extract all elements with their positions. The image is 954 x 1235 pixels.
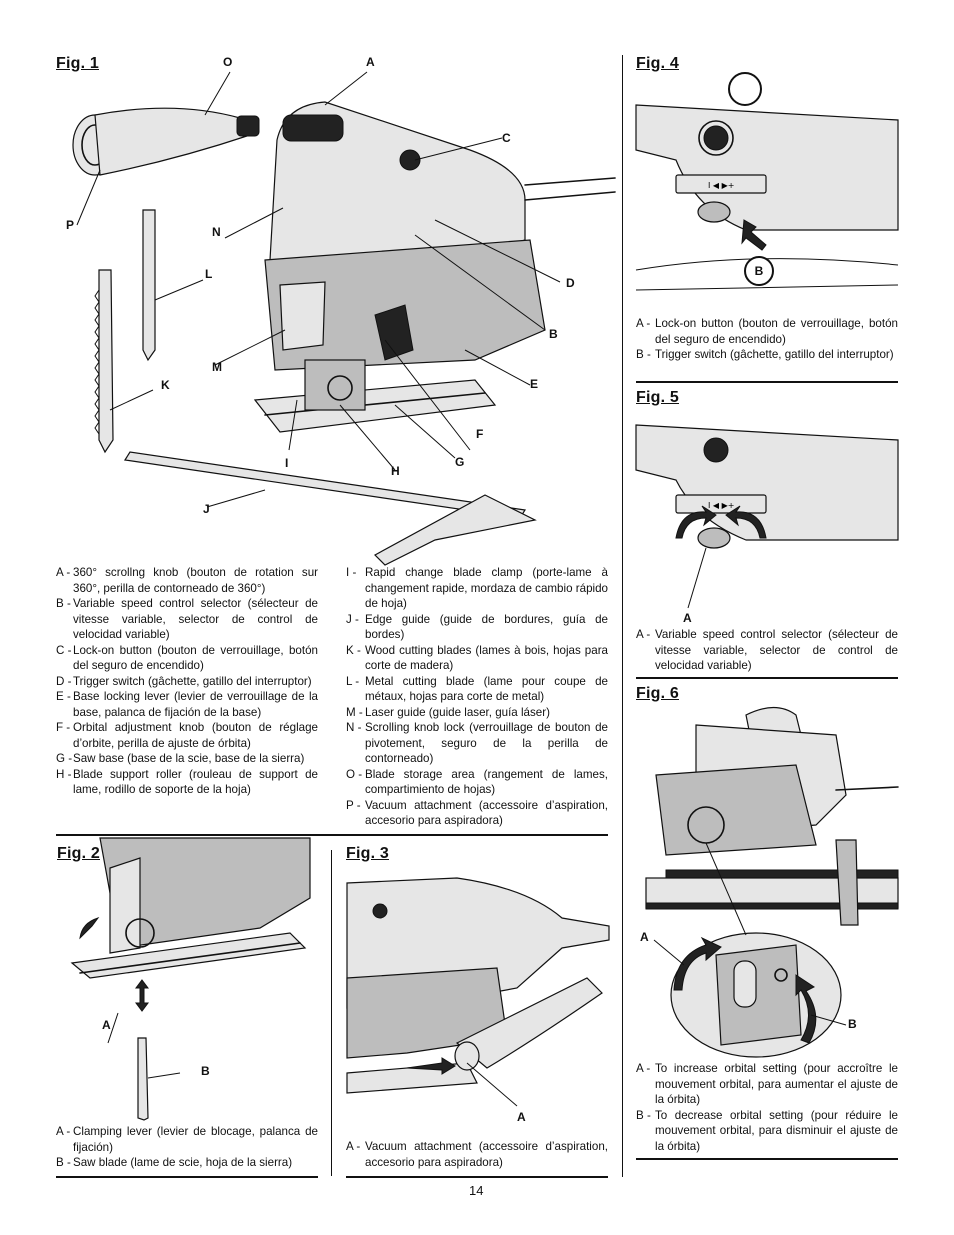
fig6-title: Fig. 6 [636,685,679,702]
fig1-callout-b: B [549,327,558,341]
legend-item: B -Trigger switch (gâchette, gatillo del… [636,348,894,361]
fig2-illustration [70,837,311,1121]
legend-item: B -Variable speed control selector (séle… [56,597,318,641]
fig2-bottom-rule [56,1176,318,1178]
fig4-bottom-rule [636,381,898,383]
fig2-callout-a: A [102,1018,111,1032]
fig1-callout-n: N [212,225,221,239]
fig6-illustration [645,706,899,1058]
fig3-callout-a: A [517,1110,526,1124]
fig1-callout-j: J [203,502,210,516]
fig1-callout-p: P [66,218,75,232]
fig4-callout-b: B [744,256,774,286]
vertical-divider-right [622,55,623,1177]
fig1-callout-f: F [476,427,484,441]
legend-item: K -Wood cutting blades (lames à bois, ho… [346,643,608,673]
fig5-title: Fig. 5 [636,389,679,406]
fig1-callout-d: D [566,276,575,290]
fig5-legend: A -Variable speed control selector (séle… [636,627,898,674]
legend-item: F -Orbital adjustment knob (bouton de ré… [56,721,318,750]
fig4-illustration: I ◀ ▶+ [635,104,899,291]
fig3-bottom-rule [346,1176,608,1178]
speed-indicator-icon: I ◀ ▶+ [708,181,734,190]
fig1-callout-c: C [502,131,511,145]
legend-item: E -Base locking lever (levier de verroui… [56,690,318,719]
legend-item: A -To increase orbital setting (pour acc… [636,1062,898,1106]
legend-item: A -Clamping lever (levier de blocage, pa… [56,1125,318,1154]
fig1-legend-right: I -Rapid change blade clamp (porte-lame … [346,565,608,829]
fig5-illustration: I ◀ ▶+ [635,424,899,609]
fig3-title: Fig. 3 [346,845,389,862]
fig6-callout-b: B [848,1017,857,1031]
fig5-callout-a: A [683,611,692,625]
legend-item: I -Rapid change blade clamp (porte-lame … [346,566,608,610]
legend-item: P -Vacuum attachment (accessoire d’aspir… [346,798,608,828]
legend-item: A -Lock-on button (bouton de verrouillag… [636,317,898,346]
fig1-callout-l: L [205,267,213,281]
legend-item: J -Edge guide (guide de bordures, guía d… [346,612,608,642]
vertical-divider-left [331,850,332,1176]
fig6-callout-a: A [640,930,649,944]
legend-item: G -Saw base (base de la scie, base de la… [56,752,305,765]
fig1-callout-m: M [212,360,222,374]
legend-item: A -Variable speed control selector (séle… [636,628,898,672]
page-number: 14 [469,1183,484,1198]
fig4-title: Fig. 4 [636,55,679,72]
fig4-callout-b-label: B [754,264,764,278]
fig4-legend: A -Lock-on button (bouton de verrouillag… [636,316,898,363]
legend-item: A -Vacuum attachment (accessoire d’aspir… [346,1140,608,1169]
edge-guide-drawing [124,451,537,566]
legend-item: D -Trigger switch (gâchette, gatillo del… [56,674,312,688]
fig2-legend: A -Clamping lever (levier de blocage, pa… [56,1124,318,1171]
fig1-callout-g: G [455,455,465,469]
metal-blade-drawing [142,209,156,362]
fig1-bottom-rule [56,834,608,836]
legend-item: B -Saw blade (lame de scie, hoja de la s… [56,1156,293,1169]
wood-blade-drawing [98,269,114,454]
fig1-callout-e: E [530,377,539,391]
legend-item: L -Metal cutting blade (lame pour coupe … [346,674,608,704]
speed-indicator-icon: I ◀ ▶+ [708,501,734,510]
fig3-legend: A -Vacuum attachment (accessoire d’aspir… [346,1139,608,1170]
fig6-bottom-rule [636,1158,898,1160]
fig2-title: Fig. 2 [57,845,100,862]
fig1-legend-left: A -360° scrollng knob (bouton de rotatio… [56,565,318,798]
fig1-illustration [72,71,616,566]
fig1-title: Fig. 1 [56,55,99,72]
fig3-illustration [346,877,610,1107]
legend-item: A -360° scrollng knob (bouton de rotatio… [56,566,318,595]
fig5-bottom-rule [636,677,898,679]
fig1-callout-o: O [223,55,233,69]
legend-item: C -Lock-on button (bouton de verrouillag… [56,643,318,673]
legend-item: B -To decrease orbital setting (pour réd… [636,1108,898,1153]
fig1-callout-a: A [366,55,375,69]
fig1-callout-h: H [391,464,400,478]
fig4-callout-a: A [728,72,762,106]
legend-item: N -Scrolling knob lock (verrouillage de … [346,721,608,765]
legend-item: O -Blade storage area (rangement de lame… [346,767,608,797]
fig6-legend: A -To increase orbital setting (pour acc… [636,1061,898,1154]
jigsaw-drawing [253,101,616,433]
legend-item: M -Laser guide (guide laser, guía láser) [346,705,550,719]
fig1-callout-k: K [161,378,170,392]
fig1-callout-i: I [285,456,289,470]
legend-item: H -Blade support roller (rouleau de supp… [56,767,318,797]
vacuum-attachment-drawing [72,107,260,176]
fig2-callout-b: B [201,1064,210,1078]
